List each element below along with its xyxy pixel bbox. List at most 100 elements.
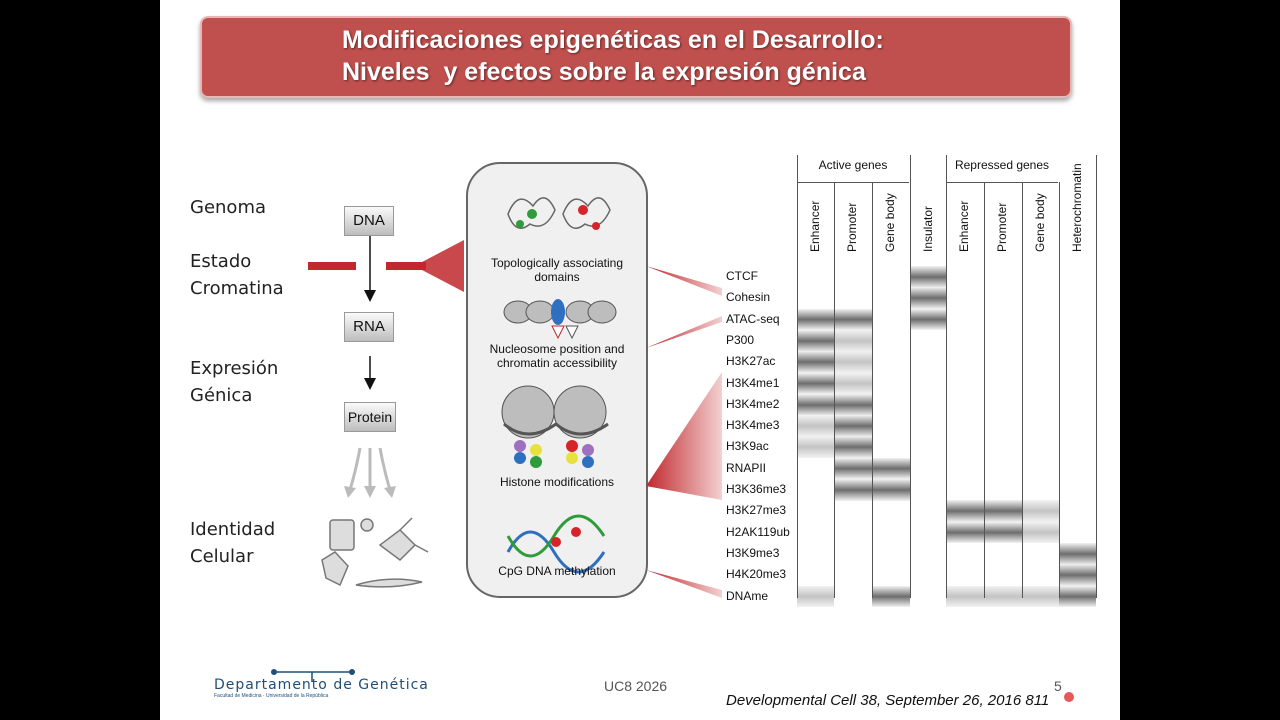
table-gridline — [1022, 182, 1023, 598]
column-header: Gene body — [1033, 193, 1047, 252]
signal-cell — [1022, 521, 1059, 544]
signal-cell — [834, 372, 872, 395]
signal-cell — [797, 436, 834, 459]
signal-cell — [834, 436, 872, 459]
mark-label: Cohesin — [726, 290, 771, 305]
signal-cell — [1022, 500, 1059, 523]
signal-cell — [1059, 542, 1096, 565]
tad-label-1: Topologically associating — [490, 256, 624, 270]
column-header: Enhancer — [808, 200, 822, 252]
group-header-active: Active genes — [818, 158, 888, 172]
nucleosome-label-2: chromatin accessibility — [496, 356, 618, 370]
signal-cell — [834, 329, 872, 352]
group-header-repressed: Repressed genes — [954, 158, 1050, 172]
signal-cell — [1059, 564, 1096, 586]
signal-cell — [946, 521, 984, 544]
title-banner: Modificaciones epigenéticas en el Desarr… — [200, 16, 1072, 98]
column-header: Insulator — [921, 205, 935, 252]
signal-cell — [984, 585, 1022, 608]
mark-label: H3K27ac — [726, 354, 776, 369]
rna-box: RNA — [344, 312, 394, 342]
signal-cell — [946, 500, 984, 523]
histone-illustration — [501, 385, 609, 468]
label-genica: Génica — [190, 385, 253, 406]
group-underline — [946, 182, 1058, 183]
mark-label: H3K36me3 — [726, 482, 787, 496]
label-expresion: Expresión — [190, 358, 279, 379]
signal-cell — [946, 585, 984, 608]
cell-illustrations — [321, 517, 429, 588]
signal-cell — [872, 585, 910, 608]
mark-label: RNAPII — [726, 460, 767, 475]
mark-label: H3K4me3 — [726, 418, 780, 433]
chromatin-funnel — [422, 240, 464, 292]
signal-cell — [797, 415, 834, 437]
wedge-cpg — [646, 570, 722, 598]
nucleosome-label-1: Nucleosome position and — [489, 342, 625, 356]
label-identidad: Identidad — [190, 519, 276, 540]
table-gridline — [984, 182, 985, 598]
nucleosome-illustration — [503, 299, 617, 340]
mark-label: H2AK119ub — [726, 524, 790, 539]
histone-label: Histone modifications — [499, 475, 615, 489]
branch-arrows — [348, 447, 392, 491]
table-gridline — [910, 155, 911, 598]
signal-cell — [984, 521, 1022, 544]
title-line-1: Modificaciones epigenéticas en el Desarr… — [342, 26, 884, 54]
signal-cell — [872, 457, 910, 480]
column-header: Promoter — [995, 202, 1009, 252]
wedge-histone — [646, 372, 722, 500]
signal-cell — [910, 287, 946, 310]
table-gridline — [1096, 155, 1097, 598]
dna-helix-illustration — [506, 514, 606, 574]
mark-label: ATAC-seq — [726, 311, 780, 326]
cursor-dot — [1064, 692, 1074, 702]
slide: Modificaciones epigenéticas en el Desarr… — [160, 0, 1120, 720]
signal-cell — [797, 393, 834, 416]
signal-cell — [834, 393, 872, 416]
wedge-tad — [646, 266, 722, 296]
label-estado: Estado — [190, 251, 252, 272]
signal-cell — [797, 585, 834, 608]
signal-cell — [1022, 585, 1059, 608]
panel-illustrations — [501, 197, 617, 574]
signal-cell — [834, 479, 872, 501]
table-gridline — [797, 155, 798, 598]
column-header: Promoter — [845, 202, 859, 252]
chromatin-bar-left — [308, 262, 356, 270]
signal-cell — [872, 479, 910, 501]
signal-cell — [797, 308, 834, 331]
signal-cell — [910, 308, 946, 331]
signal-cell — [797, 351, 834, 373]
page-number: 5 — [1054, 678, 1062, 694]
mark-label: H3K4me2 — [726, 396, 780, 411]
tad-illustration — [507, 197, 611, 229]
table-gridline — [872, 182, 873, 598]
cpg-label: CpG DNA methylation — [498, 564, 616, 578]
signal-cell — [797, 329, 834, 352]
tad-label-2: domains — [534, 270, 580, 284]
table-gridline — [946, 155, 947, 598]
protein-box: Protein — [344, 402, 396, 432]
column-header: Gene body — [883, 193, 897, 252]
table-gridline — [834, 182, 835, 598]
mark-label: H3K4me1 — [726, 375, 780, 390]
mark-label: DNAme — [726, 588, 769, 603]
signal-cell — [834, 415, 872, 437]
chromatin-levels-panel: Topologically associating domains Nucleo… — [466, 162, 648, 598]
mark-label: H4K20me3 — [726, 567, 787, 582]
mark-label: H3K9ac — [726, 439, 769, 454]
wedge-nucleosome — [646, 316, 722, 348]
label-cromatina: Cromatina — [190, 278, 284, 299]
mark-label: P300 — [726, 332, 755, 347]
signal-cell — [834, 308, 872, 331]
course-code: UC8 2026 — [604, 678, 668, 694]
dept-subtitle: Facultad de Medicina · Universidad de la… — [214, 693, 329, 699]
dept-logo — [271, 669, 355, 682]
label-celular: Celular — [190, 546, 254, 567]
chromatin-bar-right — [386, 262, 426, 270]
signal-cell — [984, 500, 1022, 523]
label-genoma: Genoma — [190, 197, 267, 218]
signal-cell — [1059, 585, 1096, 608]
dna-box: DNA — [344, 206, 394, 236]
